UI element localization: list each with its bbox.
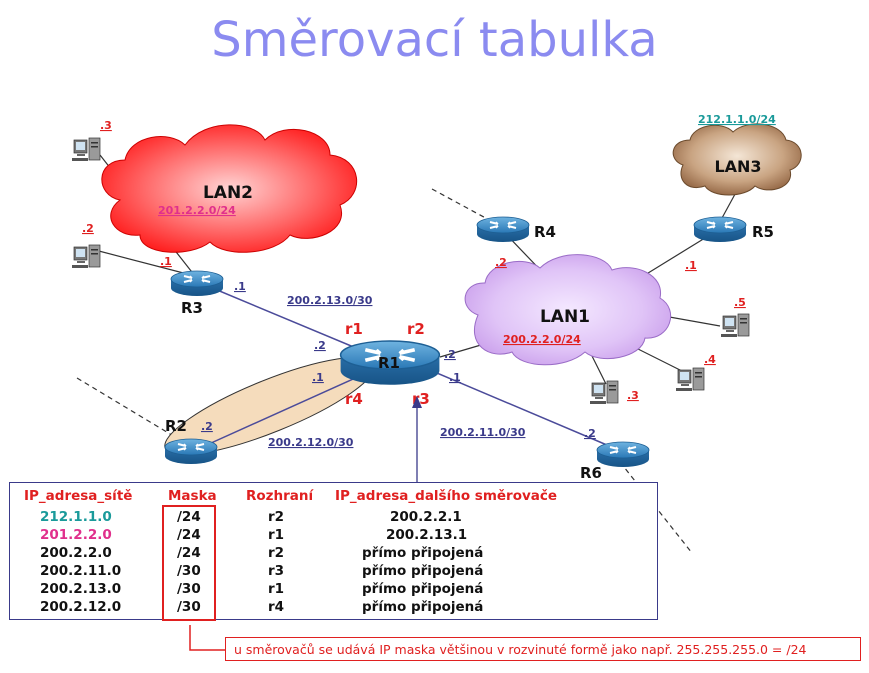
lan1-network: 200.2.2.0/24 <box>503 333 581 346</box>
lan3-cloud <box>672 123 802 196</box>
table-cell-mask: /30 <box>177 599 201 615</box>
arrow-head-icon <box>412 396 422 408</box>
host-address-label: .3 <box>627 389 639 402</box>
table-cell-network: 200.2.11.0 <box>40 563 122 579</box>
host-address-label: .5 <box>734 296 746 309</box>
table-cell-interface: r2 <box>268 545 285 561</box>
table-cell-next-hop: přímo připojená <box>362 563 484 579</box>
lan3-label: LAN3 <box>714 157 761 176</box>
mask-column-highlight <box>162 505 216 621</box>
router-r2-icon <box>164 438 218 465</box>
lan1-label: LAN1 <box>540 307 590 327</box>
table-cell-next-hop: přímo připojená <box>362 545 484 561</box>
interface-r1-label: r1 <box>345 320 363 338</box>
link-r1-r3 <box>197 281 381 359</box>
lan2-link-pc2 <box>94 249 196 277</box>
host-address-label: .2 <box>201 420 213 433</box>
router-r3-label: R3 <box>181 299 203 317</box>
link-r1-r2-network: 200.2.12.0/30 <box>268 436 354 449</box>
header-mask: Maska <box>168 488 217 504</box>
router-r1-label: R1 <box>378 354 400 372</box>
host-address-label: .2 <box>314 339 326 352</box>
interface-r2-label: r2 <box>407 320 425 338</box>
lan1-cloud <box>464 254 672 366</box>
table-cell-interface: r2 <box>268 509 285 525</box>
routing-table: IP_adresa_sítě Maska Rozhraní IP_adresa_… <box>9 482 658 621</box>
dashed-link-r4 <box>431 188 494 223</box>
pc-icon <box>71 244 101 269</box>
pc-icon <box>71 137 101 162</box>
table-cell-interface: r4 <box>268 599 285 615</box>
table-cell-network: 201.2.2.0 <box>40 527 112 543</box>
lan2-network: 201.2.2.0/24 <box>158 204 236 217</box>
router-r4-label: R4 <box>534 223 556 241</box>
host-address-label: .2 <box>584 427 596 440</box>
link-r1-r3-network: 200.2.13.0/30 <box>287 294 373 307</box>
table-cell-network: 200.2.12.0 <box>40 599 122 615</box>
header-next-hop: IP_adresa_dalšího směrovače <box>335 488 558 504</box>
lan3-network: 212.1.1.0/24 <box>698 113 776 126</box>
table-cell-network: 212.1.1.0 <box>40 509 112 525</box>
host-address-label: .1 <box>685 259 697 272</box>
host-address-label: .2 <box>444 348 456 361</box>
router-r5-label: R5 <box>752 223 774 241</box>
host-address-label: .3 <box>100 119 112 132</box>
pc-icon <box>720 313 750 338</box>
table-cell-interface: r3 <box>268 563 285 579</box>
pc-icon <box>675 367 705 392</box>
table-cell-interface: r1 <box>268 527 285 543</box>
table-cell-mask: /24 <box>177 509 201 525</box>
mask-note: u směrovačů se udává IP maska většinou v… <box>225 637 861 661</box>
host-address-label: .4 <box>704 353 716 366</box>
host-address-label: .1 <box>234 280 246 293</box>
interface-r4-label: r4 <box>345 390 363 408</box>
host-address-label: .1 <box>449 371 461 384</box>
lan2-cloud <box>101 124 357 253</box>
header-network: IP_adresa_sítě <box>24 488 133 504</box>
table-cell-mask: /24 <box>177 545 201 561</box>
host-address-label: .2 <box>495 256 507 269</box>
table-cell-network: 200.2.13.0 <box>40 581 122 597</box>
table-cell-mask: /30 <box>177 563 201 579</box>
router-r6-label: R6 <box>580 464 602 482</box>
header-interface: Rozhraní <box>246 488 314 504</box>
pc-icon <box>589 380 619 405</box>
host-address-label: .1 <box>160 255 172 268</box>
link-lan1-pc3 <box>589 351 607 385</box>
link-r1-r6 <box>417 364 615 449</box>
lan2-label: LAN2 <box>203 183 253 203</box>
link-r1-r6-network: 200.2.11.0/30 <box>440 426 526 439</box>
table-cell-next-hop: 200.2.13.1 <box>386 527 468 543</box>
table-cell-next-hop: přímo připojená <box>362 581 484 597</box>
router-r2-label: R2 <box>165 417 187 435</box>
link-r1-r2 <box>199 365 383 449</box>
table-cell-next-hop: přímo připojená <box>362 599 484 615</box>
host-address-label: .1 <box>312 371 324 384</box>
page-title: Směrovací tabulka <box>211 12 658 68</box>
table-cell-next-hop: 200.2.2.1 <box>390 509 462 525</box>
table-cell-network: 200.2.2.0 <box>40 545 112 561</box>
table-cell-mask: /30 <box>177 581 201 597</box>
router-r3-icon <box>170 270 224 297</box>
note-connector <box>189 625 225 651</box>
router-r4-icon <box>476 216 530 243</box>
router-r6-icon <box>596 441 650 468</box>
router-r5-icon <box>693 216 747 243</box>
table-cell-interface: r1 <box>268 581 285 597</box>
table-cell-mask: /24 <box>177 527 201 543</box>
host-address-label: .2 <box>82 222 94 235</box>
